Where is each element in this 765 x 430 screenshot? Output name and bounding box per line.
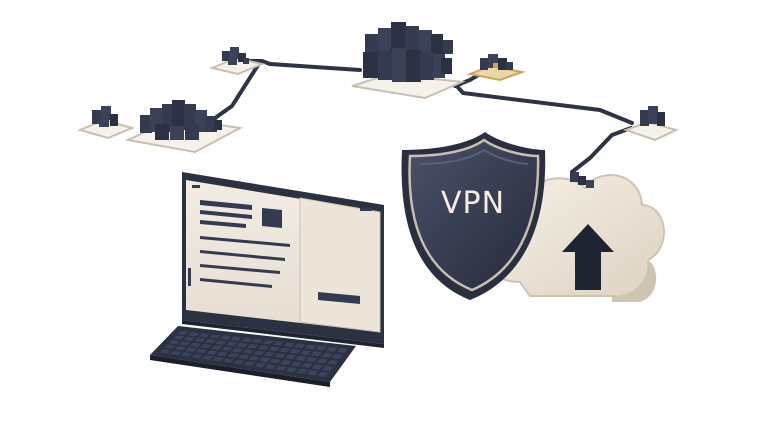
keyboard-key bbox=[173, 335, 185, 340]
keyboard-key bbox=[211, 345, 223, 350]
keyboard-key bbox=[273, 341, 285, 346]
keyboard-key bbox=[217, 351, 229, 357]
keyboard-key bbox=[164, 344, 176, 349]
vpn-label: VPN bbox=[441, 186, 505, 221]
keyboard-key bbox=[259, 357, 271, 363]
keyboard-key bbox=[290, 361, 302, 367]
keyboard-key bbox=[306, 357, 318, 363]
keyboard-key bbox=[262, 339, 274, 345]
keyboard-key bbox=[226, 341, 238, 347]
keyboard-key bbox=[206, 350, 218, 355]
keyboard-key bbox=[254, 362, 266, 368]
keyboard-key bbox=[189, 342, 201, 348]
keyboard-key bbox=[247, 344, 259, 349]
keyboard-key bbox=[274, 353, 286, 359]
keyboard-key bbox=[220, 335, 232, 340]
keyboard-key bbox=[232, 347, 244, 353]
keyboard-key bbox=[179, 341, 191, 346]
keyboard-key bbox=[185, 347, 197, 352]
keyboard-key bbox=[160, 349, 171, 354]
keyboard-key bbox=[294, 343, 306, 349]
keyboard-key bbox=[198, 333, 210, 338]
keyboard-key bbox=[202, 355, 213, 360]
keyboard-key bbox=[183, 336, 195, 341]
keyboard-key bbox=[181, 352, 192, 357]
keyboard-key bbox=[315, 345, 327, 351]
server-cube-icon bbox=[351, 22, 466, 100]
keyboard-key bbox=[310, 351, 322, 357]
keyboard-key bbox=[300, 350, 312, 356]
keyboard-key bbox=[269, 358, 281, 364]
server-cube-icon bbox=[208, 47, 266, 76]
keyboard-key bbox=[170, 350, 182, 356]
keyboard-key bbox=[295, 355, 307, 361]
keyboard-key bbox=[316, 358, 328, 364]
shield-icon: VPN bbox=[401, 132, 546, 300]
keyboard-key bbox=[195, 348, 207, 354]
keyboard-key bbox=[321, 352, 333, 358]
keyboard-key bbox=[221, 346, 233, 352]
server-cube-icon bbox=[623, 106, 679, 142]
keyboard-key bbox=[227, 353, 239, 358]
keyboard-key bbox=[304, 344, 317, 350]
keyboard-key bbox=[223, 358, 235, 363]
keyboard-key bbox=[263, 351, 275, 357]
keyboard-key bbox=[286, 367, 298, 373]
keyboard-key bbox=[253, 350, 265, 356]
server-cube-icon bbox=[466, 54, 526, 82]
keyboard-key bbox=[327, 359, 339, 365]
keyboard-key bbox=[275, 365, 287, 371]
monitor-icon bbox=[182, 172, 384, 348]
keyboard-key bbox=[236, 342, 248, 348]
keyboard-key bbox=[200, 343, 212, 349]
keyboard-key bbox=[188, 331, 200, 337]
keyboard-key bbox=[204, 339, 216, 344]
keyboard-key bbox=[289, 348, 301, 354]
keyboard-key bbox=[215, 340, 227, 345]
keyboard-key bbox=[251, 338, 263, 344]
keyboard-key bbox=[280, 360, 292, 366]
keyboard-icon bbox=[150, 326, 356, 387]
keyboard-key bbox=[191, 353, 203, 359]
keyboard-key bbox=[257, 345, 269, 350]
keyboard-key bbox=[322, 365, 334, 371]
keyboard-key bbox=[241, 337, 253, 343]
keyboard-key bbox=[301, 362, 313, 368]
keyboard-key bbox=[317, 371, 329, 377]
server-cube-icon bbox=[124, 100, 244, 154]
keyboard-key bbox=[168, 340, 180, 345]
keyboard-key bbox=[283, 342, 295, 347]
keyboard-key bbox=[238, 354, 250, 360]
keyboard-key bbox=[279, 347, 291, 353]
keyboard-key bbox=[336, 347, 348, 353]
keyboard-key bbox=[194, 337, 206, 343]
keyboard-key bbox=[233, 359, 245, 365]
keyboard-key bbox=[230, 336, 242, 341]
keyboard-key bbox=[268, 346, 280, 352]
keyboard-key bbox=[296, 368, 308, 374]
keyboard-key bbox=[244, 361, 256, 367]
server-cube-icon bbox=[76, 106, 136, 140]
keyboard-key bbox=[209, 334, 221, 339]
keyboard-key bbox=[331, 353, 344, 359]
keyboard-key bbox=[177, 330, 189, 335]
keyboard-key bbox=[265, 364, 277, 370]
keyboard-key bbox=[248, 355, 260, 361]
keyboard-key bbox=[307, 370, 319, 376]
keyboard-key bbox=[326, 346, 338, 352]
keyboard-key bbox=[284, 354, 297, 360]
keyboard-key bbox=[212, 356, 224, 362]
keyboard-key bbox=[242, 349, 254, 354]
keyboard-key bbox=[174, 346, 186, 351]
keyboard-key bbox=[311, 364, 323, 370]
